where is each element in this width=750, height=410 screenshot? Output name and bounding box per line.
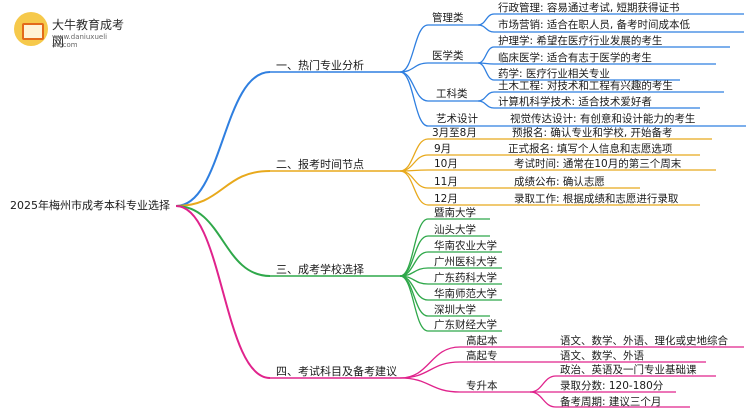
leaf-item: 土木工程: 对技术和工程有兴趣的考生 xyxy=(498,80,673,92)
leaf-item: 语文、数学、外语、理化或史地综合 xyxy=(560,335,728,347)
connector-line xyxy=(477,24,495,33)
connector-line xyxy=(399,170,429,189)
timeline-desc: 预报名: 确认专业和学校, 开始备考 xyxy=(512,127,673,139)
connector-line xyxy=(529,375,557,393)
subject-group: 高起专 xyxy=(466,350,498,362)
site-logo: 大牛教育成考网 www.daniuxueli ao.com xyxy=(14,12,134,52)
connector-line xyxy=(477,100,495,109)
school-item: 广东财经大学 xyxy=(434,319,497,331)
connector-line xyxy=(399,218,429,277)
timeline-time: 12月 xyxy=(434,193,458,205)
connector-line xyxy=(399,377,461,393)
logo-title: 大牛教育成考网 xyxy=(52,18,125,49)
leaf-item: 政治、英语及一门专业基础课 xyxy=(560,364,697,376)
school-item: 汕头大学 xyxy=(434,224,476,236)
subject-group: 高起本 xyxy=(466,335,498,347)
school-item: 广东药科大学 xyxy=(434,272,497,284)
connector-line xyxy=(175,205,271,379)
leaf-item: 视觉传达设计: 有创意和设计能力的考生 xyxy=(510,113,696,125)
branch-timeline: 二、报考时间节点 xyxy=(276,158,364,171)
timeline-desc: 正式报名: 填写个人信息和志愿选项 xyxy=(508,143,673,155)
connector-line xyxy=(477,46,495,64)
school-item: 华南师范大学 xyxy=(434,288,497,300)
connector-line xyxy=(175,205,271,277)
connector-line xyxy=(399,170,429,206)
connector-line xyxy=(399,62,429,73)
timeline-time: 3月至8月 xyxy=(432,127,477,139)
school-item: 深圳大学 xyxy=(434,304,476,316)
subject-group: 专升本 xyxy=(466,380,498,392)
connector-line xyxy=(399,275,429,317)
leaf-item: 护理学: 希望在医疗行业发展的考生 xyxy=(498,35,663,47)
root-topic: 2025年梅州市成考本科专业选择 xyxy=(10,199,170,212)
connector-line xyxy=(175,71,271,207)
leaf-item: 药学: 医疗行业相关专业 xyxy=(498,68,610,80)
connector-line xyxy=(399,24,429,73)
branch-hot-majors: 一、热门专业分析 xyxy=(276,59,364,72)
book-icon xyxy=(14,12,48,46)
school-item: 暨南大学 xyxy=(434,207,476,219)
branch-schools: 三、成考学校选择 xyxy=(276,263,364,276)
connector-line xyxy=(477,91,495,102)
leaf-item: 市场营销: 适合在职人员, 备考时间成本低 xyxy=(498,19,691,31)
connector-line xyxy=(399,71,429,127)
leaf-item: 临床医学: 适合有志于医学的考生 xyxy=(498,52,652,64)
timeline-desc: 成绩公布: 确认志愿 xyxy=(514,176,605,188)
group-art-design: 艺术设计 xyxy=(436,113,478,125)
timeline-desc: 考试时间: 通常在10月的第三个周末 xyxy=(514,158,682,170)
leaf-item: 语文、数学、外语 xyxy=(560,350,644,362)
connector-line xyxy=(399,361,461,379)
branch-subjects: 四、考试科目及备考建议 xyxy=(276,365,397,378)
leaf-item: 行政管理: 容易通过考试, 短期获得证书 xyxy=(498,2,680,14)
group-medical: 医学类 xyxy=(432,50,464,62)
logo-url: www.daniuxueli ao.com xyxy=(52,33,108,49)
connector-line xyxy=(399,275,429,332)
connector-line xyxy=(529,391,557,408)
connector-line xyxy=(477,62,495,81)
connector-line xyxy=(399,235,429,277)
leaf-item: 录取分数: 120-180分 xyxy=(560,380,664,392)
connector-line xyxy=(175,170,271,207)
connector-line xyxy=(399,154,429,172)
timeline-desc: 录取工作: 根据成绩和志愿进行录取 xyxy=(514,193,679,205)
timeline-time: 10月 xyxy=(434,158,458,170)
school-item: 广州医科大学 xyxy=(434,256,497,268)
timeline-time: 11月 xyxy=(434,176,458,188)
school-item: 华南农业大学 xyxy=(434,240,497,252)
leaf-item: 计算机科学技术: 适合技术爱好者 xyxy=(498,96,652,108)
leaf-item: 备考周期: 建议三个月 xyxy=(560,396,662,408)
group-management: 管理类 xyxy=(432,12,464,24)
connector-line xyxy=(477,13,495,26)
group-engineering: 工科类 xyxy=(436,88,468,100)
timeline-time: 9月 xyxy=(434,143,452,155)
